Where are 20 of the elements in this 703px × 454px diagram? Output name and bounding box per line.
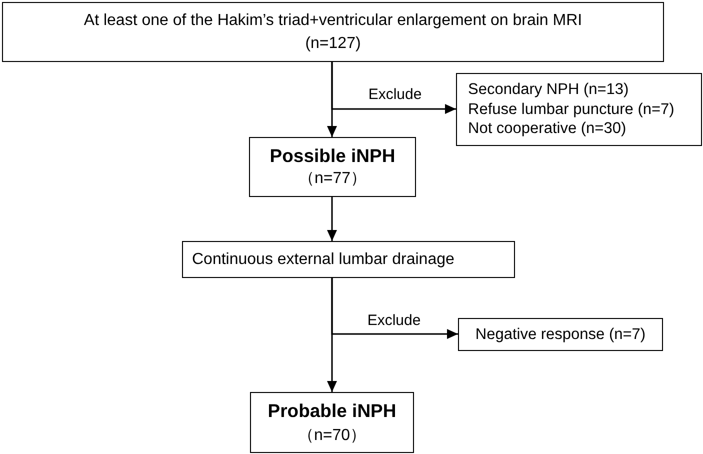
process-box bbox=[249, 137, 416, 197]
exclusion-item: Negative response (n=7) bbox=[475, 324, 646, 344]
box-text: At least one of the Hakim’s triad+ventricular enlargement on brain MRI bbox=[84, 11, 582, 31]
arrow bbox=[331, 62, 456, 114]
exclusion-item: Refuse lumbar puncture (n=7) bbox=[468, 100, 674, 120]
process-box bbox=[2, 2, 664, 62]
box-text: Continuous external lumbar drainage bbox=[192, 250, 454, 270]
exclusion-item: Not cooperative (n=30) bbox=[468, 119, 626, 139]
count-text: （n=77） bbox=[298, 169, 367, 189]
process-box bbox=[182, 241, 515, 278]
exclusion-box bbox=[458, 318, 663, 351]
process-box bbox=[250, 392, 414, 453]
heading-text: Probable iNPH bbox=[268, 398, 396, 422]
count-text: (n=127) bbox=[305, 34, 361, 54]
count-text: （n=70） bbox=[298, 426, 366, 446]
arrow bbox=[331, 278, 458, 339]
exclusion-box bbox=[456, 73, 702, 146]
exclusion-item: Secondary NPH (n=13) bbox=[468, 80, 629, 100]
heading-text: Possible iNPH bbox=[270, 144, 396, 167]
arrow bbox=[327, 197, 337, 241]
